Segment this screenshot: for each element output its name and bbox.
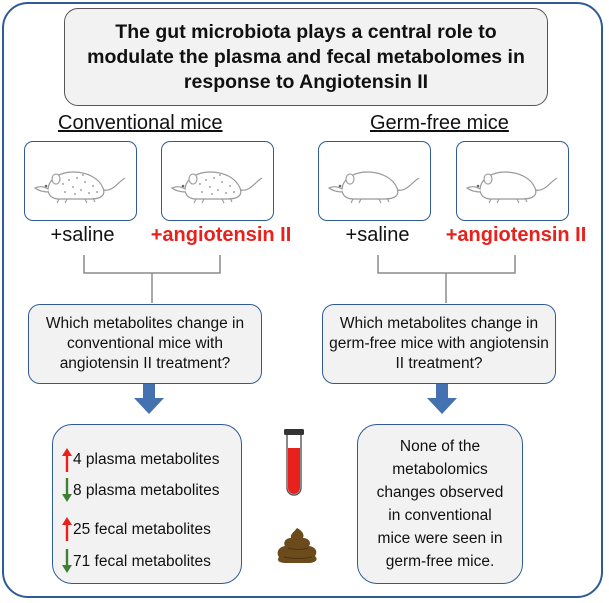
- conventional-heading: Conventional mice: [58, 112, 223, 134]
- arrow-up-icon: [62, 517, 72, 541]
- title-box: The gut microbiota plays a central role …: [64, 8, 548, 106]
- result-row: 71 fecal metabolites: [73, 553, 211, 570]
- down-block-arrow-conventional: [134, 383, 164, 414]
- stool-icon: [277, 528, 317, 563]
- results-box-conventional: 4 plasma metabolites 8 plasma metabolite…: [52, 424, 242, 584]
- mouse-box-conventional-saline: [24, 141, 137, 221]
- arrow-down-icon: [62, 478, 72, 502]
- outer-frame: [2, 2, 603, 598]
- title-text: The gut microbiota plays a central role …: [87, 20, 525, 93]
- label-conventional-saline: +saline: [50, 224, 115, 246]
- mouse-box-conventional-angiotensin: [161, 141, 274, 221]
- result-row: 25 fecal metabolites: [73, 521, 211, 538]
- mouse-box-germfree-angiotensin: [456, 141, 569, 221]
- question-text-conventional: Which metabolites change in conventional…: [45, 315, 245, 372]
- down-block-arrow-germfree: [427, 383, 457, 414]
- label-germfree-angiotensin: +angiotensin II: [445, 224, 587, 246]
- arrow-up-icon: [62, 448, 72, 472]
- question-box-germfree: Which metabolites change in germ-free mi…: [322, 304, 556, 384]
- result-text-germfree: None of the metabolomics changes observe…: [376, 438, 504, 570]
- arrow-down-icon: [62, 549, 72, 573]
- results-box-germfree: None of the metabolomics changes observe…: [357, 424, 523, 584]
- question-text-germfree: Which metabolites change in germ-free mi…: [329, 315, 549, 372]
- question-box-conventional: Which metabolites change in conventional…: [28, 304, 262, 384]
- result-row: 8 plasma metabolites: [73, 482, 220, 499]
- label-germfree-saline: +saline: [345, 224, 410, 246]
- label-conventional-angiotensin: +angiotensin II: [150, 224, 292, 246]
- mouse-box-germfree-saline: [318, 141, 431, 221]
- blood-tube-icon: [284, 429, 304, 496]
- result-row: 4 plasma metabolites: [73, 451, 220, 468]
- germfree-heading: Germ-free mice: [370, 112, 509, 134]
